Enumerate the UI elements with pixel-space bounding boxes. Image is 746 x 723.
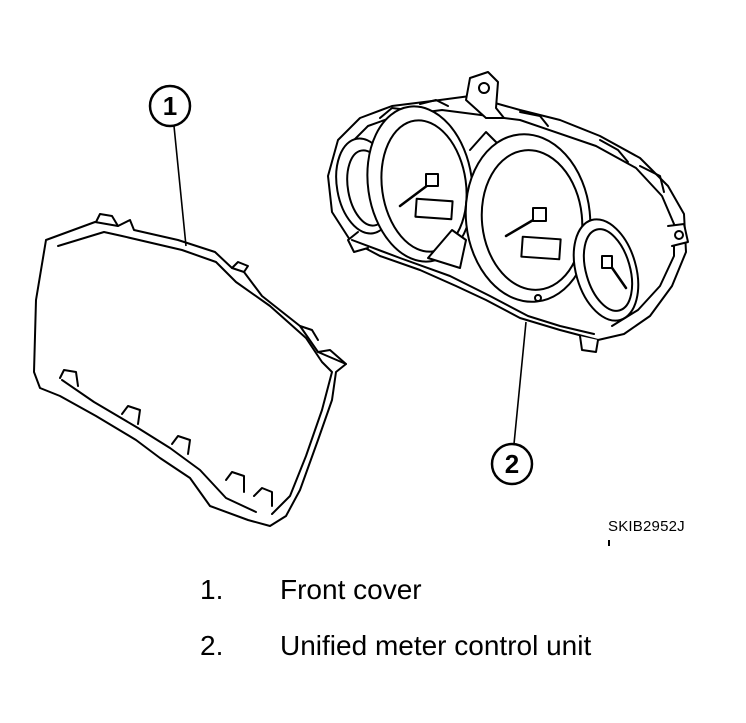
front-cover-outline [33, 219, 347, 527]
tachometer-hub [425, 173, 439, 187]
exploded-view-diagram: 1 2 [33, 71, 689, 546]
tachometer-display [414, 197, 454, 221]
meter-top-rib-2 [419, 99, 449, 107]
callout-2: 2 [490, 321, 534, 486]
callout-1-label: 1 [163, 91, 177, 121]
front-cover-clip-4 [317, 349, 347, 365]
legend-item: 2. Unified meter control unit [200, 618, 720, 674]
speedometer-display [520, 235, 562, 261]
meter-unit-drawing [327, 71, 689, 353]
front-cover-clip-1 [95, 213, 119, 227]
meter-top-rib-3 [519, 111, 549, 127]
front-cover-clip-6 [121, 405, 141, 425]
callout-1-circle [148, 84, 192, 128]
front-cover-clip-5 [59, 369, 79, 387]
meter-lower-frame [351, 239, 595, 335]
legend-item: 1. Front cover [200, 562, 720, 618]
front-cover-clip-3 [299, 325, 319, 341]
front-cover-inner-rim [57, 231, 333, 515]
callout-2-circle [490, 442, 534, 486]
callout-2-label: 2 [505, 449, 519, 479]
right-small-gauge-face [582, 228, 634, 312]
meter-side-rib-1 [639, 165, 665, 193]
parts-legend: 1. Front cover 2. Unified meter control … [200, 562, 720, 674]
meter-top-bracket-hole [478, 82, 490, 94]
meter-bottom-screw [534, 294, 542, 302]
speedometer-hub [532, 207, 547, 222]
legend-item-text: Front cover [280, 574, 422, 605]
front-cover-drawing [33, 213, 347, 527]
meter-lower-divider [427, 229, 467, 269]
callout-2-leader [513, 321, 527, 445]
callout-1-leader [173, 125, 187, 247]
meter-top-bracket [465, 71, 505, 119]
callout-1: 1 [148, 84, 192, 247]
front-cover-clip-9 [253, 487, 273, 507]
meter-top-rib-4 [599, 139, 629, 163]
front-cover-lower-lip [61, 379, 257, 513]
right-small-gauge-bezel [572, 218, 640, 322]
figure-code: SKIB2952J [608, 518, 685, 535]
legend-item-number: 1. [200, 574, 224, 605]
legend-item-number: 2. [200, 630, 224, 661]
meter-right-tab-hole [674, 230, 684, 240]
meter-right-tab [667, 223, 689, 247]
front-cover-clip-8 [225, 471, 245, 493]
meter-bottom-tab [579, 335, 599, 353]
right-small-gauge-hub [601, 255, 613, 269]
front-cover-clip-7 [171, 435, 191, 455]
front-cover-clip-2 [231, 261, 249, 273]
legend-item-text: Unified meter control unit [280, 630, 592, 661]
speedometer-face [480, 149, 584, 291]
